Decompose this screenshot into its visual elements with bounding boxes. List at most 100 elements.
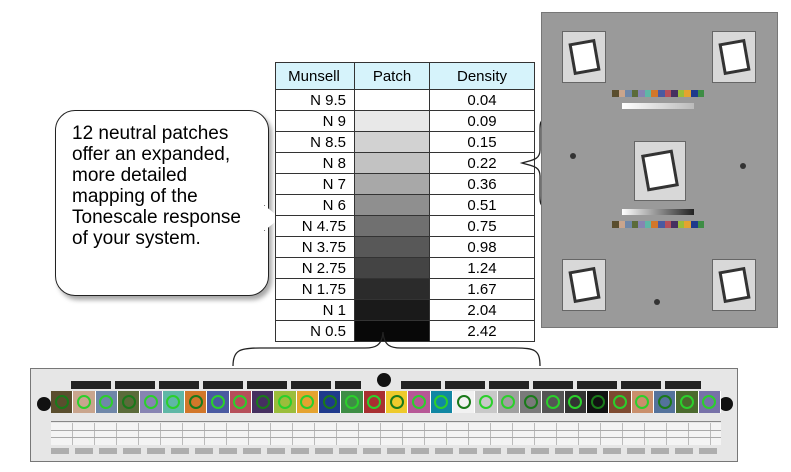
strip-chip bbox=[341, 391, 364, 413]
strip-color-chips bbox=[51, 391, 721, 413]
corner-target-br bbox=[712, 259, 756, 311]
table-row: N 6 0.51 bbox=[275, 194, 535, 216]
strip-chip bbox=[318, 391, 342, 413]
strip-chip bbox=[430, 391, 453, 413]
target-color-patch bbox=[658, 221, 665, 228]
strip-chip bbox=[363, 391, 386, 413]
strip-chip-ring bbox=[367, 395, 382, 409]
strip-chip-ring bbox=[590, 395, 605, 409]
target-color-patch bbox=[644, 221, 652, 228]
patch-swatch bbox=[354, 278, 430, 300]
center-target bbox=[634, 141, 686, 201]
strip-chip-ring bbox=[233, 395, 248, 409]
target-color-patch bbox=[697, 90, 705, 97]
strip-chip-ring bbox=[612, 395, 627, 409]
density-value: 0.09 bbox=[429, 110, 535, 132]
munsell-value: N 1.75 bbox=[275, 278, 355, 300]
strip-chip-ring bbox=[702, 395, 717, 409]
target-color-patch bbox=[618, 90, 626, 97]
strip-chip-ring bbox=[166, 395, 181, 409]
strip-chip-ring bbox=[478, 395, 493, 409]
header-density: Density bbox=[429, 62, 535, 90]
strip-footer-text bbox=[51, 448, 721, 454]
strip-chip-ring bbox=[255, 395, 270, 409]
density-value: 0.51 bbox=[429, 194, 535, 216]
target-color-patch bbox=[684, 221, 691, 228]
strip-chip bbox=[229, 391, 252, 413]
munsell-value: N 4.75 bbox=[275, 215, 355, 237]
density-value: 0.22 bbox=[429, 152, 535, 174]
strip-chip-ring bbox=[322, 395, 337, 409]
strip-chip bbox=[497, 391, 520, 413]
target-color-patch bbox=[625, 221, 632, 228]
strip-chip bbox=[408, 391, 431, 413]
patch-swatch bbox=[354, 131, 430, 153]
target-color-stripe-top bbox=[612, 90, 705, 97]
target-color-patch bbox=[618, 221, 626, 228]
table-row: N 8 0.22 bbox=[275, 152, 535, 174]
patch-swatch bbox=[354, 215, 430, 237]
strip-chip bbox=[274, 391, 297, 413]
target-color-patch bbox=[671, 90, 678, 97]
strip-chip bbox=[207, 391, 230, 413]
strip-chip bbox=[296, 391, 319, 413]
target-color-patch bbox=[638, 90, 645, 97]
strip-hole-right bbox=[719, 397, 733, 411]
munsell-value: N 1 bbox=[275, 299, 355, 321]
munsell-value: N 8.5 bbox=[275, 131, 355, 153]
density-value: 0.15 bbox=[429, 131, 535, 153]
target-dot-bottom bbox=[654, 299, 660, 305]
strip-chip bbox=[385, 391, 409, 413]
density-value: 0.75 bbox=[429, 215, 535, 237]
strip-hole-center bbox=[377, 373, 391, 387]
strip-chip-ring bbox=[434, 395, 449, 409]
strip-chip-ring bbox=[501, 395, 516, 409]
munsell-value: N 7 bbox=[275, 173, 355, 195]
strip-chip bbox=[51, 391, 74, 413]
density-value: 2.04 bbox=[429, 299, 535, 321]
target-color-patch bbox=[631, 221, 639, 228]
munsell-value: N 8 bbox=[275, 152, 355, 174]
patch-swatch bbox=[354, 257, 430, 279]
strip-chip bbox=[542, 391, 565, 413]
strip-chip bbox=[140, 391, 163, 413]
patch-swatch bbox=[354, 152, 430, 174]
density-value: 0.04 bbox=[429, 89, 535, 111]
strip-chip bbox=[698, 391, 721, 413]
munsell-value: N 0.5 bbox=[275, 320, 355, 342]
target-color-patch bbox=[684, 90, 691, 97]
strip-chip-ring bbox=[411, 395, 426, 409]
density-value: 1.24 bbox=[429, 257, 535, 279]
target-color-patch bbox=[690, 221, 698, 228]
table-header-row: Munsell Patch Density bbox=[275, 62, 535, 90]
patch-swatch bbox=[354, 299, 430, 321]
strip-chip bbox=[251, 391, 275, 413]
strip-ruler-right bbox=[401, 381, 701, 389]
strip-chip bbox=[162, 391, 185, 413]
target-color-patch bbox=[631, 90, 639, 97]
strip-chip-ring bbox=[143, 395, 158, 409]
munsell-value: N 6 bbox=[275, 194, 355, 216]
munsell-value: N 3.75 bbox=[275, 236, 355, 258]
strip-chip bbox=[117, 391, 141, 413]
target-color-patch bbox=[651, 221, 659, 228]
callout-bubble: 12 neutral patches offer an expanded, mo… bbox=[55, 110, 269, 296]
munsell-value: N 2.75 bbox=[275, 257, 355, 279]
strip-chip bbox=[95, 391, 118, 413]
callout-text: 12 neutral patches offer an expanded, mo… bbox=[72, 123, 241, 249]
target-gray-stripe-bottom bbox=[622, 209, 694, 215]
table-row: N 8.5 0.15 bbox=[275, 131, 535, 153]
target-color-patch bbox=[651, 90, 659, 97]
strip-chip bbox=[676, 391, 699, 413]
strip-chip bbox=[631, 391, 654, 413]
strip-chip-ring bbox=[657, 395, 672, 409]
target-dot-right bbox=[740, 163, 746, 169]
target-color-patch bbox=[677, 221, 685, 228]
target-color-patch bbox=[690, 90, 698, 97]
strip-chip-ring bbox=[121, 395, 136, 409]
target-color-patch bbox=[671, 221, 678, 228]
